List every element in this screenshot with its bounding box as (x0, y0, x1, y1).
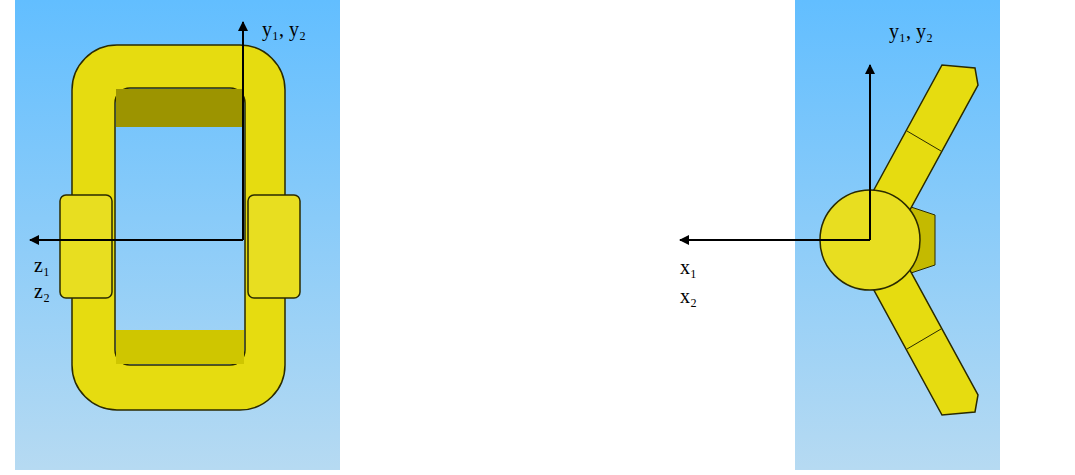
view-background (795, 0, 1000, 470)
frame-inner-face (116, 89, 244, 127)
pivot-hub (60, 195, 112, 298)
axis-label: y₁, y₂ (889, 20, 933, 42)
axis-label: x₂ (680, 285, 697, 307)
axis-label: y₁, y₂ (262, 18, 306, 40)
axis-label: z₁ (34, 254, 50, 276)
arm-edge (907, 329, 941, 349)
axis-arrow (869, 65, 871, 240)
axis-label: x₁ (680, 256, 697, 278)
view-background (15, 0, 340, 470)
frame-inner-face (116, 330, 244, 364)
axis-arrow (680, 239, 870, 241)
axis-arrow (30, 239, 243, 241)
axis-arrow (242, 22, 244, 240)
axis-label: z₂ (34, 280, 50, 302)
arm-edge (907, 131, 941, 151)
pivot-hub (248, 195, 300, 298)
